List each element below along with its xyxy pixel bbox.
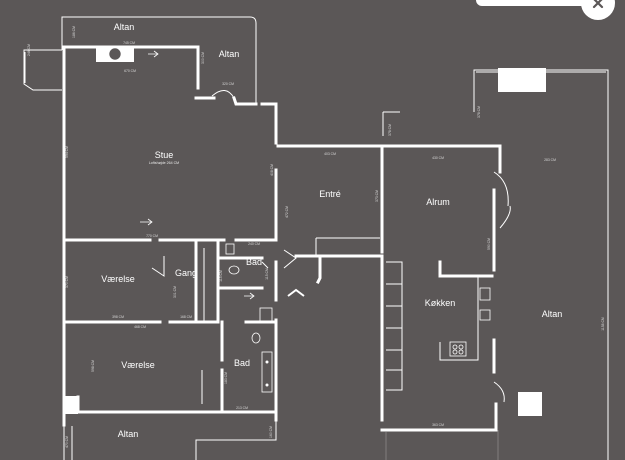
- dim-label: 183 CM: [224, 372, 228, 384]
- dim-label: 115 CM: [265, 268, 269, 280]
- dim-label: 283 CM: [544, 158, 556, 162]
- label-gang: Gang: [175, 268, 197, 278]
- dim-label: 378 CM: [477, 106, 481, 118]
- dim-label: 363 CM: [432, 423, 444, 427]
- label-bad-1: Bad: [246, 257, 262, 267]
- wall-alrum-top: [382, 144, 502, 174]
- arrow-icon-3: [244, 292, 255, 300]
- toilet-icon-2: [251, 332, 261, 344]
- dim-label: 670 CM: [124, 69, 136, 73]
- planter-top: [498, 68, 546, 92]
- dim-label: 240 CM: [248, 242, 260, 246]
- door-alrum-a: [493, 171, 509, 207]
- label-altan-east: Altan: [542, 309, 563, 319]
- dim-label: 186 CM: [72, 26, 76, 38]
- label-entre: Entré: [319, 189, 341, 199]
- dim-label: 745 CM: [123, 41, 135, 45]
- wall-entre-bottom: [294, 254, 322, 285]
- column-v2: [64, 396, 78, 414]
- entrance-arrow-icon: [287, 288, 305, 297]
- shower-icon: [259, 307, 273, 323]
- stove-icon: [449, 341, 467, 357]
- label-koekken: Køkken: [425, 298, 456, 308]
- kitchen-counter-east: [439, 276, 479, 361]
- sink-icon: [479, 287, 491, 301]
- label-vaerelse-1: Værelse: [101, 274, 135, 284]
- arrow-icon-2: [140, 218, 153, 226]
- fireplace-icon: [108, 47, 122, 61]
- dim-label: 115 CM: [219, 270, 223, 282]
- arrow-icon: [148, 50, 159, 58]
- dim-label: 770 CM: [146, 234, 158, 238]
- door-gang: [151, 256, 165, 277]
- dim-label: 1158 CM: [601, 317, 605, 331]
- dim-label: 430 CM: [432, 156, 444, 160]
- dim-label: 590 CM: [487, 238, 491, 250]
- kitchen-island-top: [438, 260, 494, 278]
- door-altan: [211, 90, 235, 99]
- close-icon: [592, 0, 604, 9]
- wall-step-3: [260, 102, 278, 145]
- rail-east-a: [382, 111, 400, 136]
- label-vaerelse-2: Værelse: [121, 360, 155, 370]
- altan-top-left-rail: [23, 49, 62, 91]
- dim-label: 594 CM: [65, 146, 69, 158]
- door-alrum-b: [499, 205, 511, 229]
- toilet-icon: [228, 265, 240, 275]
- dim-label: 213 CM: [236, 406, 248, 410]
- close-button[interactable]: [581, 0, 615, 20]
- dishwasher-icon: [479, 309, 491, 321]
- door-bad1: [261, 261, 269, 269]
- counter-dividers: [386, 283, 402, 371]
- door-koekken: [493, 381, 505, 403]
- rail-east-bottom: [385, 430, 499, 460]
- dim-label: 403 CM: [324, 152, 336, 156]
- dim-label: 370 CM: [65, 276, 69, 288]
- top-card: [476, 0, 606, 6]
- dim-label: 468 CM: [134, 325, 146, 329]
- planter-bottom: [518, 392, 542, 416]
- label-altan-right-top: Altan: [219, 49, 240, 59]
- dim-label: 246 CM: [27, 44, 31, 56]
- label-alrum: Alrum: [426, 197, 450, 207]
- dim-label: 300 CM: [201, 52, 205, 64]
- altan-bottom-rail: [195, 420, 277, 460]
- dim-label: 373 CM: [375, 190, 379, 202]
- dim-label: 398 CM: [112, 315, 124, 319]
- dim-label: 378 CM: [388, 124, 392, 136]
- dim-label: 472 CM: [285, 206, 289, 218]
- wall-step-2: [232, 96, 258, 106]
- dim-label: 320 CM: [222, 82, 234, 86]
- bath-sink-icon: [225, 243, 235, 255]
- label-altan-bottom: Altan: [118, 429, 139, 439]
- label-bad-2: Bad: [234, 358, 250, 368]
- bathtub-icon: [261, 351, 273, 393]
- counter-west: [386, 261, 403, 391]
- label-stue-sub: Loftshøjde 264 CM: [149, 161, 179, 165]
- altan-top-rail: [61, 16, 257, 104]
- dim-label: 168 CM: [180, 315, 192, 319]
- dim-label: 160 CM: [269, 426, 273, 438]
- wall-koekken-bottom: [380, 402, 498, 432]
- dim-label: 301 CM: [173, 286, 177, 298]
- door-entre: [283, 249, 297, 269]
- dim-label: 408 CM: [270, 164, 274, 176]
- dim-label: 598 CM: [91, 360, 95, 372]
- label-altan-top: Altan: [114, 22, 135, 32]
- label-stue: Stue: [155, 150, 174, 160]
- dim-label: 470 CM: [65, 436, 69, 448]
